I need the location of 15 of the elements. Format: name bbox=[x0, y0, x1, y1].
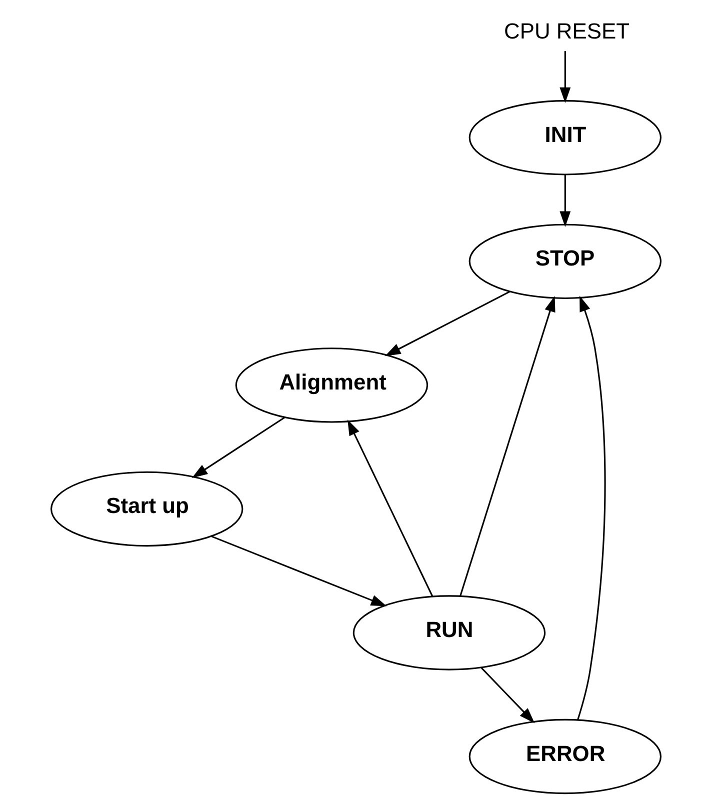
arrow bbox=[459, 296, 555, 596]
arrow bbox=[347, 420, 433, 597]
node-ellipse: Start up bbox=[50, 471, 243, 547]
node-ellipse: ERROR bbox=[468, 718, 662, 794]
arrow bbox=[480, 667, 534, 724]
arrow bbox=[210, 536, 386, 606]
arrow bbox=[559, 51, 570, 104]
node-ellipse: STOP bbox=[468, 224, 662, 300]
node-ellipse: Alignment bbox=[234, 348, 428, 423]
node-ellipse: INIT bbox=[468, 100, 662, 176]
arrow bbox=[384, 290, 510, 356]
arrow bbox=[576, 296, 606, 720]
arrow bbox=[191, 416, 285, 478]
node-text: CPU RESET bbox=[504, 18, 630, 44]
arrow bbox=[559, 174, 570, 227]
